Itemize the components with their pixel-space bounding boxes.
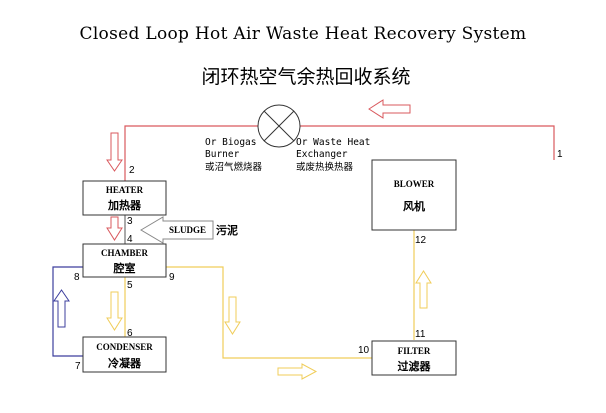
arrow-down-icon xyxy=(106,132,123,172)
chamber-filter-line xyxy=(166,266,372,359)
chamber-box: CHAMBER 腔室 xyxy=(82,243,167,278)
sludge-arrow xyxy=(140,216,214,244)
blower-box: BLOWER 风机 xyxy=(371,159,457,231)
exchanger-label-line2: Exchanger xyxy=(296,149,348,160)
coolant-line xyxy=(52,266,83,357)
crossed-circle-icon xyxy=(257,104,301,148)
point-label: 8 xyxy=(74,272,80,283)
condenser-label-zh: 冷凝器 xyxy=(108,356,142,370)
heater-label-en: HEATER xyxy=(106,185,144,195)
point-label: 11 xyxy=(415,329,426,340)
condenser-label-en: CONDENSER xyxy=(96,342,153,352)
point-label: 1 xyxy=(557,149,563,160)
point-label: 5 xyxy=(127,280,133,291)
point-label: 6 xyxy=(127,328,133,339)
burner-label-line2: Burner xyxy=(205,149,240,160)
sludge-label-en: SLUDGE xyxy=(169,225,206,235)
arrow-left-icon xyxy=(368,99,411,119)
blower-label-en: BLOWER xyxy=(394,179,435,189)
heater-label-zh: 加热器 xyxy=(107,198,142,212)
burner-label-line1: Or Biogas xyxy=(205,137,256,148)
exchanger-label-line1: Or Waste Heat xyxy=(296,137,370,148)
hot-air-line xyxy=(124,125,555,181)
sludge-label-zh: 污泥 xyxy=(216,223,238,237)
filter-box: FILTER 过滤器 xyxy=(371,340,457,376)
blower-label-zh: 风机 xyxy=(403,199,425,213)
point-label: 9 xyxy=(169,272,175,283)
exchanger-label-line3: 或废热换热器 xyxy=(296,161,354,173)
point-label: 3 xyxy=(127,216,133,227)
point-label: 4 xyxy=(127,234,133,245)
arrow-up-icon xyxy=(415,270,432,309)
point-label: 10 xyxy=(358,345,370,356)
arrow-right-icon xyxy=(277,363,318,380)
arrow-down-icon xyxy=(106,216,123,241)
filter-label-zh: 过滤器 xyxy=(398,359,432,373)
arrow-up-icon xyxy=(53,289,70,328)
point-label: 12 xyxy=(415,235,427,246)
title-chinese: 闭环热空气余热回收系统 xyxy=(201,66,411,88)
point-label: 7 xyxy=(75,361,81,372)
arrow-down-icon xyxy=(106,291,123,331)
title-english: Closed Loop Hot Air Waste Heat Recovery … xyxy=(79,24,527,44)
chamber-label-en: CHAMBER xyxy=(101,248,149,258)
heater-box: HEATER 加热器 xyxy=(82,180,167,216)
filter-label-en: FILTER xyxy=(398,346,431,356)
point-label: 2 xyxy=(129,165,135,176)
chamber-label-zh: 腔室 xyxy=(113,261,136,275)
arrow-down-icon xyxy=(224,296,241,335)
burner-label-line3: 或沼气燃烧器 xyxy=(205,161,263,173)
condenser-box: CONDENSER 冷凝器 xyxy=(82,336,167,373)
